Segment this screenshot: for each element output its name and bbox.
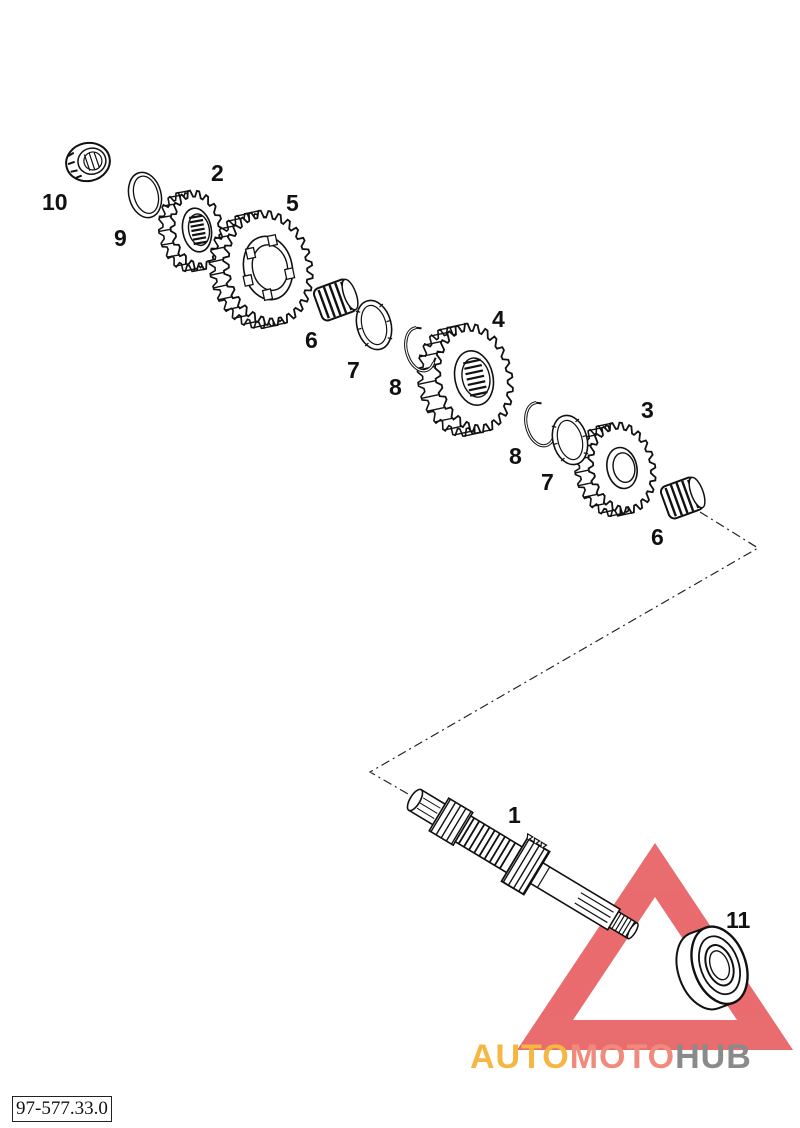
- callout-4: 4: [492, 306, 505, 332]
- gear-2: [157, 189, 225, 273]
- callout-2: 2: [211, 160, 224, 186]
- callout-9: 9: [114, 225, 127, 251]
- needle-bearing-6-lower: [659, 475, 708, 521]
- callout-5: 5: [286, 190, 299, 216]
- callout-8-upper: 8: [389, 374, 402, 400]
- main-shaft-1: [398, 773, 650, 954]
- callout-11: 11: [726, 907, 751, 933]
- needle-bearing-6-upper: [312, 277, 361, 323]
- gear-group: [157, 189, 657, 518]
- assembly-dash-line: [368, 511, 760, 799]
- thrust-washer-9: [124, 169, 167, 222]
- callout-7-lower: 7: [541, 469, 554, 495]
- gear-3: [573, 421, 657, 518]
- watermark-hub: HUB: [675, 1038, 752, 1076]
- lock-washer-7-lower: [547, 411, 593, 468]
- document-code-label: 97-577.33.0: [12, 1096, 112, 1122]
- callout-7-upper: 7: [347, 357, 360, 383]
- circlip-8-upper: [401, 325, 438, 374]
- ball-bearing-11: [666, 919, 757, 1017]
- lock-washer-7-upper: [351, 296, 397, 353]
- callout-10: 10: [42, 189, 68, 215]
- gear-4: [416, 322, 514, 437]
- callout-1: 1: [508, 802, 521, 828]
- watermark-brand-text: AUTOMOTOHUB: [470, 1038, 752, 1077]
- watermark-moto: MOTO: [569, 1038, 676, 1076]
- needle-bearing-10: [63, 139, 114, 185]
- watermark-auto: AUTO: [470, 1038, 570, 1076]
- gear-5: [208, 209, 314, 330]
- callout-6-upper: 6: [305, 327, 318, 353]
- callout-6-lower: 6: [651, 524, 664, 550]
- callout-3: 3: [641, 397, 654, 423]
- callout-8-lower: 8: [509, 443, 522, 469]
